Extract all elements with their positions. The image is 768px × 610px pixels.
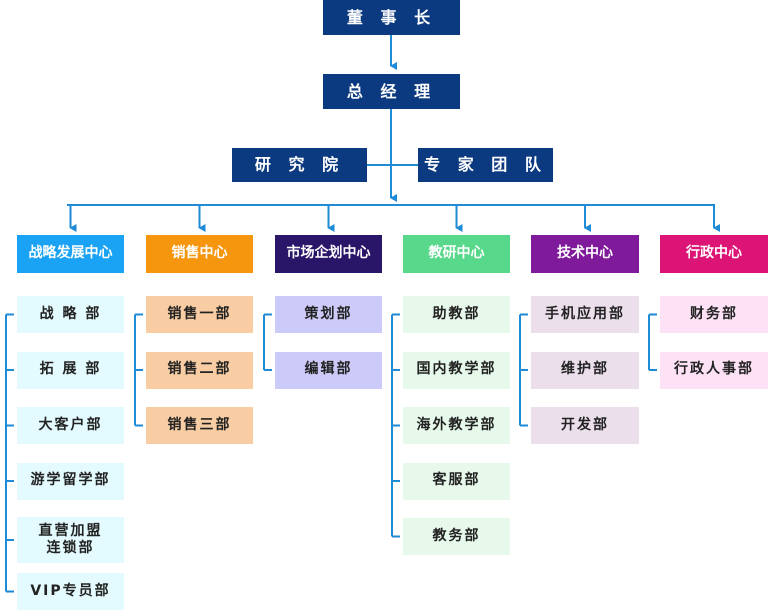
department-box: 手机应用部 — [531, 296, 639, 333]
chairman-box: 董 事 长 — [323, 0, 460, 35]
general-manager-box: 总 经 理 — [323, 74, 460, 109]
department-box: VIP专员部 — [17, 573, 124, 610]
department-box: 游学留学部 — [17, 462, 124, 500]
department-box: 销售二部 — [146, 351, 253, 389]
department-box: 助教部 — [403, 296, 510, 333]
department-box: 战 略 部 — [17, 296, 124, 333]
department-box: 教务部 — [403, 518, 510, 555]
department-box: 直营加盟 连锁部 — [17, 517, 124, 563]
center-box: 销售中心 — [146, 235, 253, 273]
department-box: 拓 展 部 — [17, 351, 124, 389]
department-box: 销售三部 — [146, 407, 253, 444]
center-box: 技术中心 — [531, 235, 639, 273]
department-box: 国内教学部 — [403, 351, 510, 389]
center-box: 行政中心 — [660, 235, 768, 273]
center-box: 战略发展中心 — [17, 235, 124, 273]
expert-team-box: 专 家 团 队 — [418, 148, 553, 182]
research-institute-box: 研 究 院 — [232, 148, 367, 182]
department-box: 维护部 — [531, 351, 639, 389]
center-box: 教研中心 — [403, 235, 510, 273]
department-box: 编辑部 — [275, 351, 382, 389]
department-box: 财务部 — [660, 296, 768, 333]
center-box: 市场企划中心 — [275, 235, 382, 273]
department-box: 客服部 — [403, 462, 510, 500]
department-box: 开发部 — [531, 407, 639, 444]
department-box: 大客户部 — [17, 407, 124, 444]
department-box: 销售一部 — [146, 296, 253, 333]
department-box: 行政人事部 — [660, 351, 768, 389]
department-box: 策划部 — [275, 296, 382, 333]
department-box: 海外教学部 — [403, 407, 510, 444]
